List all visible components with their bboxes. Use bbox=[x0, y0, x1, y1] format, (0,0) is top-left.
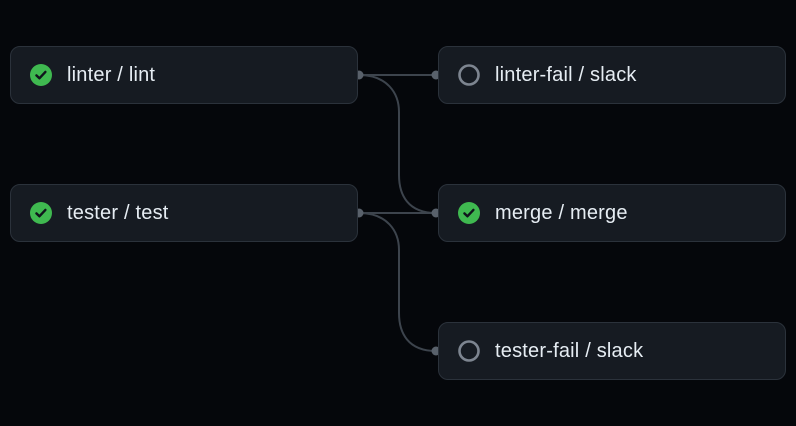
edge-linter-lint-to-merge-merge bbox=[358, 74, 437, 214]
job-node-linter-fail-slack[interactable]: linter-fail / slack bbox=[438, 46, 786, 104]
job-node-linter-lint[interactable]: linter / lint bbox=[10, 46, 358, 104]
job-node-tester-test[interactable]: tester / test bbox=[10, 184, 358, 242]
job-label: linter-fail / slack bbox=[495, 63, 637, 86]
skipped-circle-icon bbox=[458, 340, 480, 362]
job-label: tester / test bbox=[67, 201, 169, 224]
job-label: linter / lint bbox=[67, 63, 156, 86]
check-circle-icon bbox=[30, 64, 52, 86]
edge-tester-test-to-tester-fail-slack bbox=[358, 212, 437, 352]
check-circle-icon bbox=[458, 202, 480, 224]
job-label: tester-fail / slack bbox=[495, 339, 644, 362]
job-node-merge-merge[interactable]: merge / merge bbox=[438, 184, 786, 242]
skipped-circle-icon bbox=[458, 64, 480, 86]
job-node-tester-fail-slack[interactable]: tester-fail / slack bbox=[438, 322, 786, 380]
job-label: merge / merge bbox=[495, 201, 628, 224]
check-circle-icon bbox=[30, 202, 52, 224]
